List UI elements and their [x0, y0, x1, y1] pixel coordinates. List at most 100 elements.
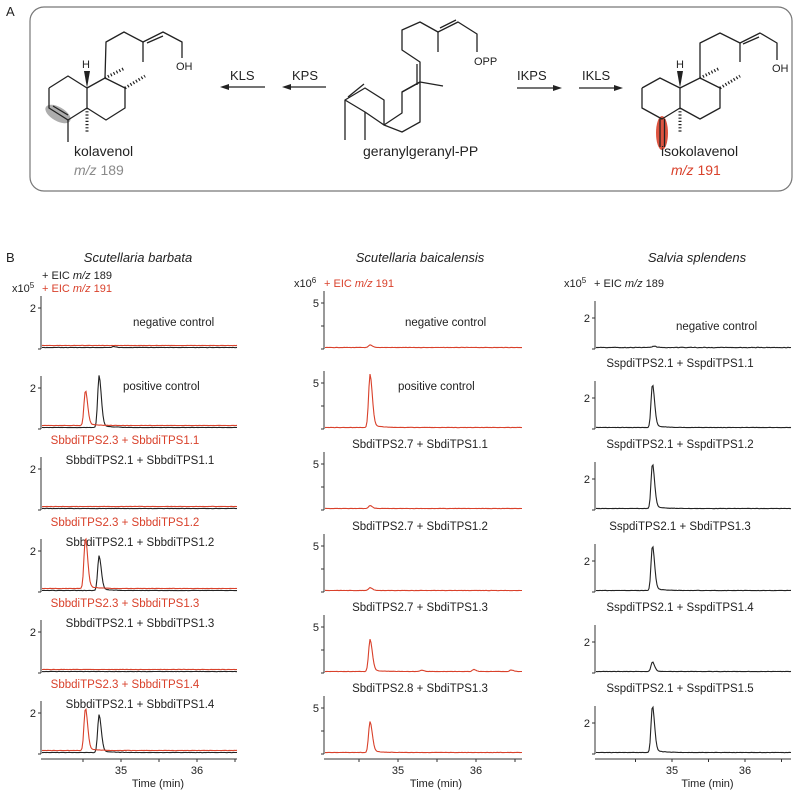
legend-prefix: + EIC [594, 278, 625, 290]
y-tick-label: 2 [584, 556, 590, 568]
arrow-left-icon [282, 84, 326, 90]
scale-base: x10 [564, 278, 582, 290]
kolavenol-h-label: H [82, 59, 90, 71]
trace-eic-191 [325, 344, 522, 349]
y-scale-label: x105 [12, 281, 35, 295]
legend-value: 189 [643, 278, 664, 290]
kolavenol-mz: m/z 189 [74, 162, 124, 178]
row-label: SbbdiTPS2.3 + SbbdiTPS1.3 [51, 598, 200, 610]
y-tick-label: 2 [584, 313, 590, 325]
chromatogram-row: 5 SbdiTPS2.7 + SbdiTPS1.2 [313, 521, 522, 593]
ggpp-structure [344, 19, 478, 140]
isokolavenol-name: isokolavenol [661, 143, 738, 159]
x-axis-label: Time (min) [410, 778, 462, 790]
trace-eic-191 [41, 707, 238, 752]
row-label: SspdiTPS2.1 + SspdiTPS1.2 [606, 439, 753, 451]
trace-eic-191 [324, 505, 522, 510]
panel-a-label: A [6, 4, 15, 19]
y-tick-label: 2 [584, 474, 590, 486]
chromatogram-row: 5 positive control [313, 371, 523, 430]
y-tick-label: 2 [584, 718, 590, 730]
panel-a-frame [29, 6, 793, 192]
x-axis-label: Time (min) [132, 778, 184, 790]
y-scale-label: x106 [294, 276, 317, 290]
panel-title: Scutellaria barbata [84, 250, 192, 265]
isokolavenol-h-label: H [676, 59, 684, 71]
trace-eic-189 [596, 661, 792, 673]
x-axis-label: Time (min) [681, 778, 733, 790]
row-label: positive control [398, 381, 475, 393]
y-tick-label: 2 [30, 464, 36, 476]
scale-base: x10 [12, 283, 30, 295]
legend-entry: + EIC m/z 191 [42, 283, 112, 295]
row-label: SbdiTPS2.7 + SbdiTPS1.3 [352, 602, 488, 614]
trace-eic-191 [325, 721, 522, 754]
trace-eic-189 [595, 705, 792, 754]
row-label: SbbdiTPS2.3 + SbbdiTPS1.1 [51, 435, 200, 447]
scale-exponent: 6 [312, 276, 317, 285]
row-label: SbdiTPS2.8 + SbdiTPS1.3 [352, 683, 488, 695]
legend-mz: m/z [73, 283, 91, 295]
row-label: positive control [123, 381, 200, 393]
row-label: SbdiTPS2.7 + SbdiTPS1.2 [352, 521, 488, 533]
trace-eic-189 [595, 545, 791, 592]
y-tick-label: 5 [313, 703, 319, 715]
isokolavenol-oh-label: OH [772, 63, 789, 75]
x-tick-label: 35 [392, 765, 404, 777]
row-label: SbbdiTPS2.1 + SbbdiTPS1.4 [66, 699, 215, 711]
x-tick-label: 35 [115, 765, 127, 777]
y-tick-label: 2 [30, 383, 36, 395]
y-tick-label: 2 [30, 546, 36, 558]
ikps-enzyme: IKPS [517, 68, 547, 83]
scale-exponent: 5 [582, 276, 587, 285]
legend-prefix: + EIC [324, 278, 355, 290]
trace-eic-189 [595, 384, 792, 429]
y-tick-label: 2 [30, 627, 36, 639]
chromatogram-row: 5 SbdiTPS2.8 + SbdiTPS1.3 [313, 683, 522, 755]
panel-title: Salvia splendens [648, 250, 747, 265]
legend-mz: m/z [73, 270, 91, 282]
legend-value: 191 [373, 278, 394, 290]
ggpp-name: geranylgeranyl-PP [363, 143, 478, 159]
row-label: SbbdiTPS2.1 + SbbdiTPS1.2 [66, 537, 215, 549]
legend-value: 191 [91, 283, 112, 295]
legend-entry: + EIC m/z 189 [42, 270, 112, 282]
x-tick-label: 35 [666, 765, 678, 777]
chromatogram-row: 2 SspdiTPS2.1 + SspdiTPS1.2 [584, 439, 792, 511]
kps-enzyme: KPS [292, 68, 318, 83]
legend-mz: m/z [625, 278, 643, 290]
isokolavenol-structure: H OH [641, 32, 789, 150]
y-scale-label: x105 [564, 276, 587, 290]
y-tick-label: 2 [584, 637, 590, 649]
kls-enzyme: KLS [230, 68, 255, 83]
trace-eic-191 [324, 586, 522, 592]
panel-b-label: B [6, 250, 15, 265]
trace-eic-191 [324, 373, 523, 429]
mz-value: 189 [100, 162, 124, 178]
legend-entry: + EIC m/z 189 [594, 278, 664, 290]
legend-mz: m/z [355, 278, 373, 290]
trace-eic-189 [42, 714, 238, 754]
legend-value: 189 [91, 270, 112, 282]
arrow-right-icon [579, 85, 623, 91]
mz-prefix: m/z [74, 162, 97, 178]
kolavenol-name: kolavenol [74, 143, 133, 159]
y-tick-label: 5 [313, 541, 319, 553]
mz-prefix: m/z [671, 162, 694, 178]
row-label: SbbdiTPS2.1 + SbbdiTPS1.3 [66, 618, 215, 630]
y-tick-label: 5 [313, 378, 319, 390]
y-tick-label: 2 [30, 303, 36, 315]
row-label: SbdiTPS2.7 + SbdiTPS1.1 [352, 439, 488, 451]
row-label: SbbdiTPS2.1 + SbbdiTPS1.1 [66, 455, 215, 467]
